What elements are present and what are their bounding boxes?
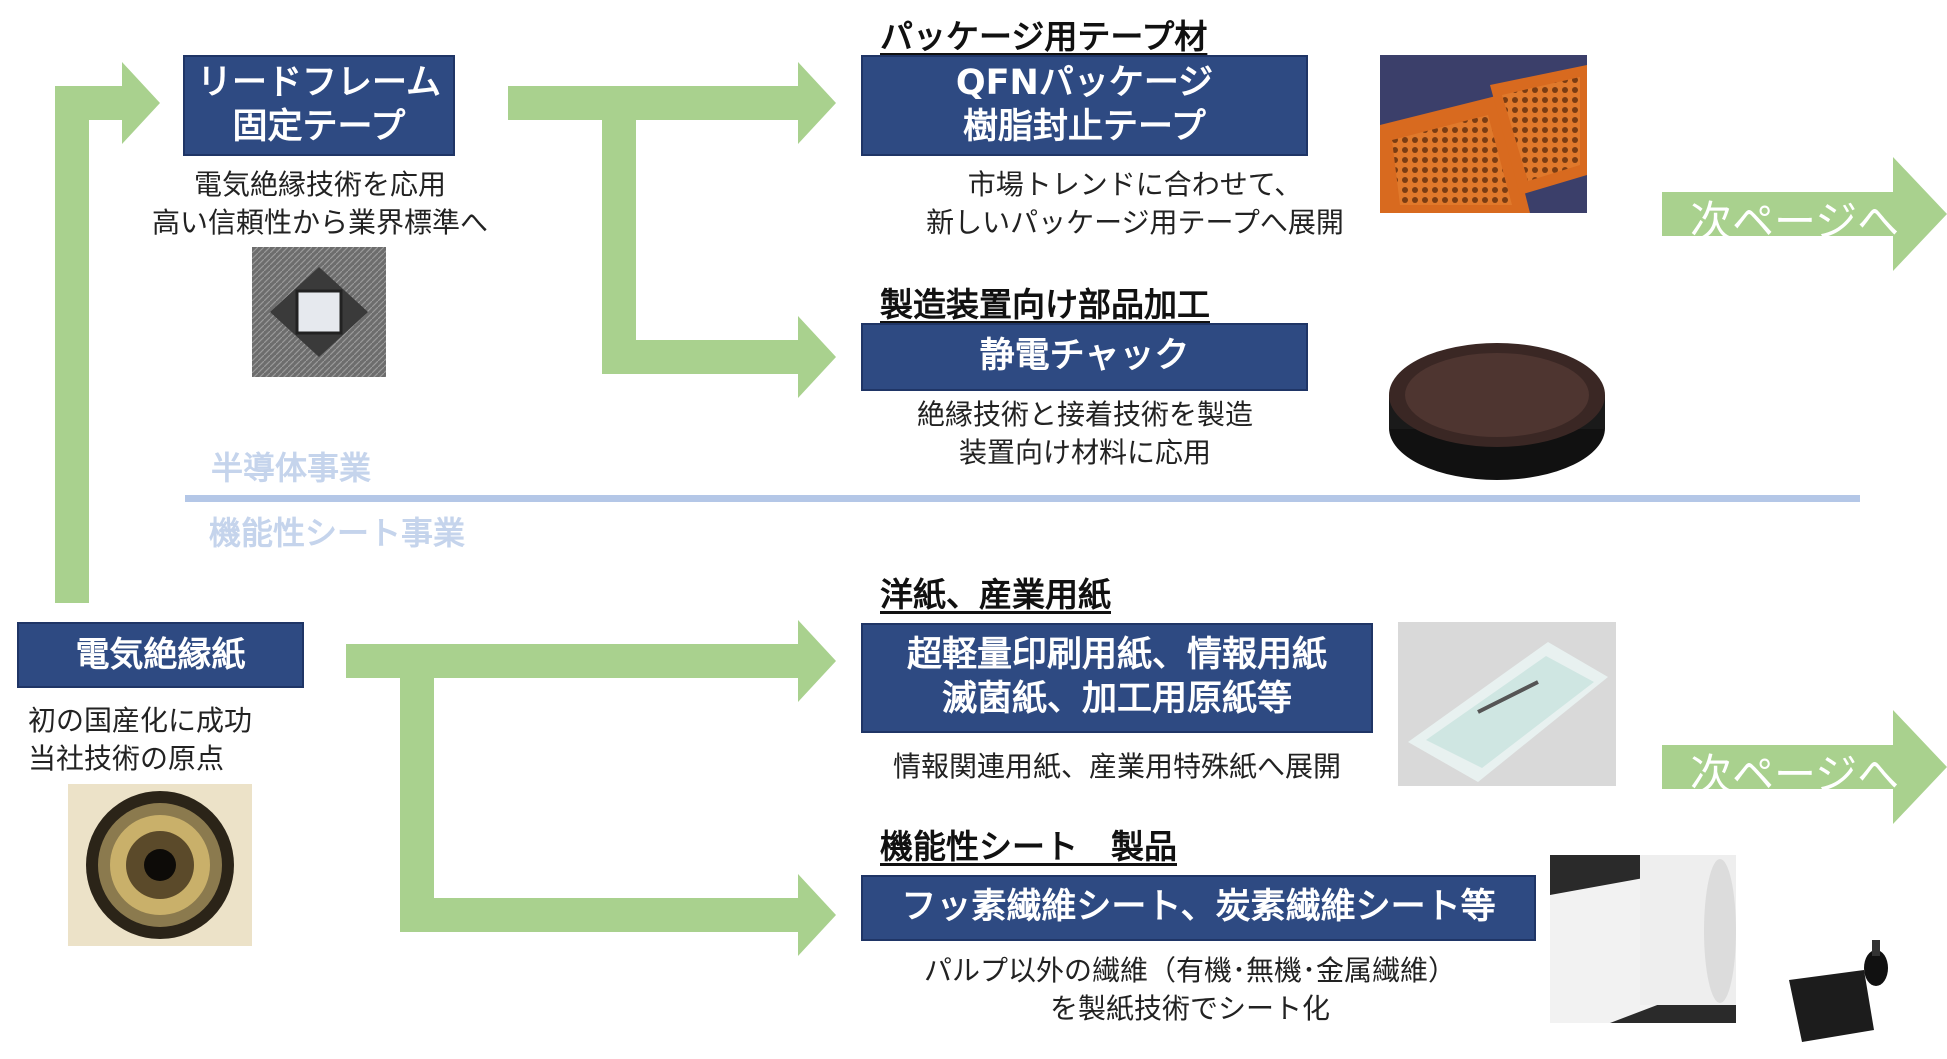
semiconductor-sector-label: 半導体事業: [211, 449, 372, 487]
tape-heading: パッケージ用テープ材: [880, 17, 1208, 56]
functional-sector-label: 機能性シート事業: [209, 514, 466, 552]
lead-frame-photo: [252, 247, 386, 377]
functional-next-arrow: [1662, 710, 1947, 824]
electrostatic-chuck-photo: [1375, 323, 1615, 488]
sector-divider: [185, 495, 1860, 502]
lead-frame-box: リードフレーム 固定テープ: [183, 55, 455, 156]
sheet-branch-stem: [400, 898, 800, 932]
origin-box: 電気絶縁紙: [17, 622, 304, 688]
paper-heading: 洋紙、産業用紙: [880, 575, 1111, 614]
sheet-arrow-head: [798, 874, 836, 956]
fluorine-fiber-sheet-photo: [1550, 855, 1736, 1023]
paper-arrow-head: [798, 620, 836, 702]
equipment-branch-stem: [602, 340, 800, 374]
sheet-box-label: フッ素繊維シート、炭素繊維シート等: [901, 887, 1496, 928]
paper-box-label: 超軽量印刷用紙、情報用紙 滅菌紙、加工用原紙等: [906, 635, 1327, 719]
tape-box-label: QFNパッケージ 樹脂封止テープ: [955, 62, 1214, 147]
trunk-arrow-head: [122, 62, 160, 144]
sterilization-paper-photo: [1398, 622, 1616, 786]
paper-desc: 情報関連用紙、産業用特殊紙へ展開: [892, 750, 1341, 783]
equipment-desc: 絶縁技術と接着技術を製造 装置向け材料に応用: [916, 398, 1253, 469]
lead-frame-box-label: リードフレーム 固定テープ: [197, 62, 441, 147]
equipment-heading: 製造装置向け部品加工: [880, 285, 1210, 324]
sheet-box: フッ素繊維シート、炭素繊維シート等: [861, 875, 1536, 941]
trunk-vertical-arrow: [55, 88, 89, 603]
lead-frame-desc: 電気絶縁技術を応用 高い信頼性から業界標準へ: [151, 168, 488, 239]
lead-frame-branch-vertical: [602, 86, 636, 374]
trunk-horizontal-arrow: [55, 86, 125, 120]
origin-desc: 初の国産化に成功 当社技術の原点: [28, 704, 253, 775]
lead-frame-branch-stem: [508, 86, 800, 120]
semiconductor-next-arrow: [1662, 157, 1947, 271]
origin-branch-vertical: [400, 644, 434, 932]
equipment-arrow-head: [798, 316, 836, 398]
carbon-fiber-sheet-photo: [1744, 890, 1947, 1059]
origin-box-label: 電気絶縁紙: [75, 634, 246, 675]
functional-next-label[interactable]: 次ページへ: [1690, 750, 1900, 799]
insulating-paper-photo: [68, 784, 252, 946]
semiconductor-next-label[interactable]: 次ページへ: [1690, 197, 1900, 246]
qfn-tape-photo: [1380, 55, 1587, 213]
paper-box: 超軽量印刷用紙、情報用紙 滅菌紙、加工用原紙等: [861, 623, 1373, 733]
sheet-heading: 機能性シート 製品: [880, 827, 1177, 866]
sheet-desc: パルプ以外の繊維（有機･無機･金属繊維） を製紙技術でシート化: [923, 954, 1456, 1025]
tape-arrow-head: [798, 62, 836, 144]
equipment-box-label: 静電チャック: [979, 336, 1190, 377]
tape-box: QFNパッケージ 樹脂封止テープ: [861, 55, 1308, 156]
tape-desc: 市場トレンドに合わせて、 新しいパッケージ用テープへ展開: [926, 168, 1344, 239]
equipment-box: 静電チャック: [861, 323, 1308, 391]
